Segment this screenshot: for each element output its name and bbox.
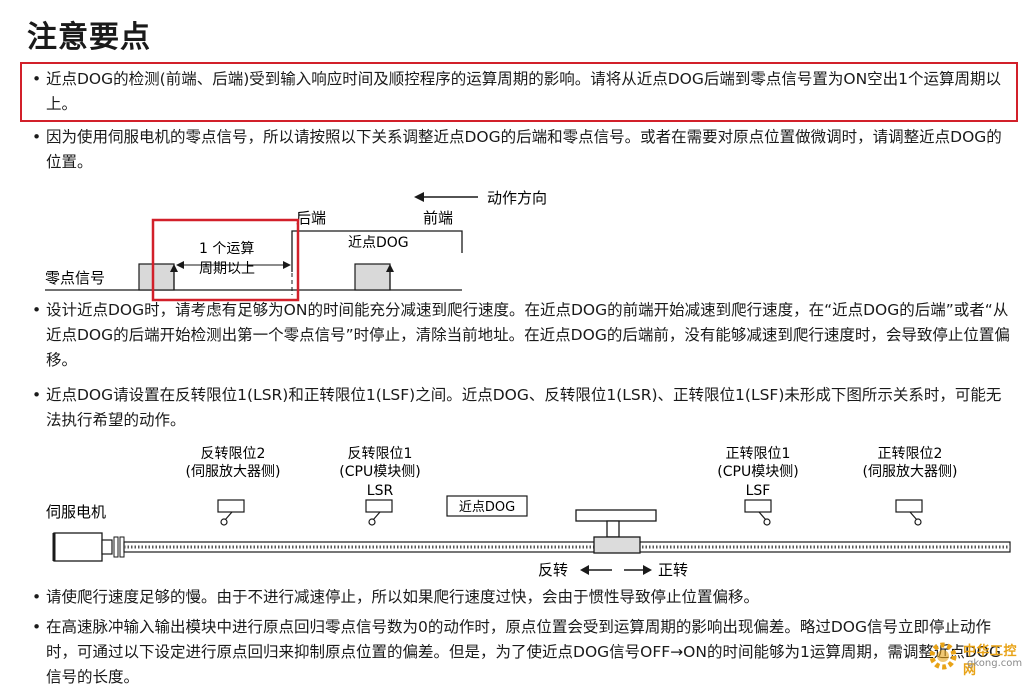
dog-plate (446, 495, 528, 517)
watermark-text: 中华工控网 (963, 644, 1018, 678)
arrow-right-icon (283, 261, 291, 269)
arrow-left-icon (580, 565, 589, 575)
arrow-up-icon (170, 264, 178, 272)
bullet-paragraph: • 请使爬行速度足够的慢。由于不进行减速停止，所以如果爬行速度过快，会由于惯性导… (32, 585, 1014, 610)
bullet-paragraph: • 近点DOG请设置在反转限位1(LSR)和正转限位1(LSF)之间。近点DOG… (32, 383, 1014, 433)
watermark-url: gkong.com (967, 658, 1023, 669)
gap-label-line2: 周期以上 (199, 261, 255, 277)
bullet-paragraph: • 设计近点DOG时，请考虑有足够为ON的时间能充分减速到爬行速度。在近点DOG… (32, 298, 1014, 373)
bullet-text: 近点DOG请设置在反转限位1(LSR)和正转限位1(LSF)之间。近点DOG、反… (46, 386, 1002, 429)
lsr-label: LSR (367, 483, 394, 499)
reverse-label: 反转 (538, 561, 568, 579)
bullet-paragraph: • 近点DOG的检测(前端、后端)受到输入响应时间及顺控程序的运算周期的影响。请… (32, 67, 1014, 117)
reverse-limit2-sub: (伺服放大器侧) (186, 464, 281, 480)
table-carriage (575, 509, 657, 554)
forward-limit1-sub: (CPU模块侧) (717, 464, 798, 480)
dog-signal-label: 近点DOG (348, 235, 409, 251)
timing-diagram: 动作方向 后端 前端 近点DOG 零点信号 1 个运算 周期以上 (45, 189, 547, 302)
arrow-left-icon (176, 261, 184, 269)
bullet-text: 请使爬行速度足够的慢。由于不进行减速停止，所以如果爬行速度过快，会由于惯性导致停… (46, 588, 760, 606)
servo-motor-icon (52, 532, 125, 562)
reverse-limit2-label: 反转限位2 (201, 446, 266, 462)
limit-switch-icon (365, 499, 393, 526)
highlight-box (20, 62, 1018, 122)
bullet-text: 因为使用伺服电机的零点信号，所以请按照以下关系调整近点DOG的后端和零点信号。或… (46, 128, 1002, 171)
arrow-left-icon (414, 192, 424, 202)
limit-switch-icon (895, 499, 923, 526)
bullet-paragraph: • 在高速脉冲输入输出模块中进行原点回归零点信号数为0的动作时，原点位置会受到运… (32, 615, 1014, 690)
direction-label: 动作方向 (487, 189, 547, 207)
bullet-text: 在高速脉冲输入输出模块中进行原点回归零点信号数为0的动作时，原点位置会受到运算周… (46, 618, 1001, 686)
rear-end-label: 后端 (296, 209, 326, 227)
dog-signal-waveform (291, 230, 463, 272)
forward-label: 正转 (658, 561, 688, 579)
bullet-dot: • (32, 588, 42, 606)
lsf-label: LSF (746, 483, 771, 499)
forward-limit1-label: 正转限位1 (726, 446, 791, 462)
watermark-logo: 中华工控网 gkong.com (923, 634, 1023, 690)
reverse-limit1-sub: (CPU模块侧) (339, 464, 420, 480)
bullet-dot: • (32, 301, 42, 319)
bullet-dot: • (32, 128, 42, 146)
dog-plate-label: 近点DOG (459, 500, 515, 515)
gap-highlight-box (151, 218, 300, 302)
limit-diagram: 反转限位2 (伺服放大器侧) 反转限位1 (CPU模块侧) LSR 正转限位1 … (46, 446, 1011, 579)
bullet-dot: • (32, 618, 42, 636)
zero-pulse (354, 263, 391, 291)
front-end-label: 前端 (423, 209, 453, 227)
zero-pulse (138, 263, 175, 291)
limit-switch-icon (217, 499, 245, 526)
gear-icon (929, 642, 957, 670)
bullet-dot: • (32, 386, 42, 404)
gap-label-line1: 1 个运算 (199, 241, 254, 257)
bullet-text: 设计近点DOG时，请考虑有足够为ON的时间能充分减速到爬行速度。在近点DOG的前… (46, 301, 1010, 369)
ball-screw (123, 541, 1011, 553)
reverse-limit1-label: 反转限位1 (348, 446, 413, 462)
forward-limit2-label: 正转限位2 (878, 446, 943, 462)
page-title: 注意要点 (27, 20, 151, 55)
bullet-text: 近点DOG的检测(前端、后端)受到输入响应时间及顺控程序的运算周期的影响。请将从… (46, 70, 1002, 113)
arrow-up-icon (386, 264, 394, 272)
bullet-dot: • (32, 70, 42, 88)
forward-limit2-sub: (伺服放大器侧) (863, 464, 958, 480)
limit-switch-icon (744, 499, 772, 526)
servo-motor-label: 伺服电机 (46, 503, 106, 521)
zero-signal-label: 零点信号 (45, 269, 105, 287)
arrow-right-icon (643, 565, 652, 575)
bullet-paragraph: • 因为使用伺服电机的零点信号，所以请按照以下关系调整近点DOG的后端和零点信号… (32, 125, 1014, 175)
